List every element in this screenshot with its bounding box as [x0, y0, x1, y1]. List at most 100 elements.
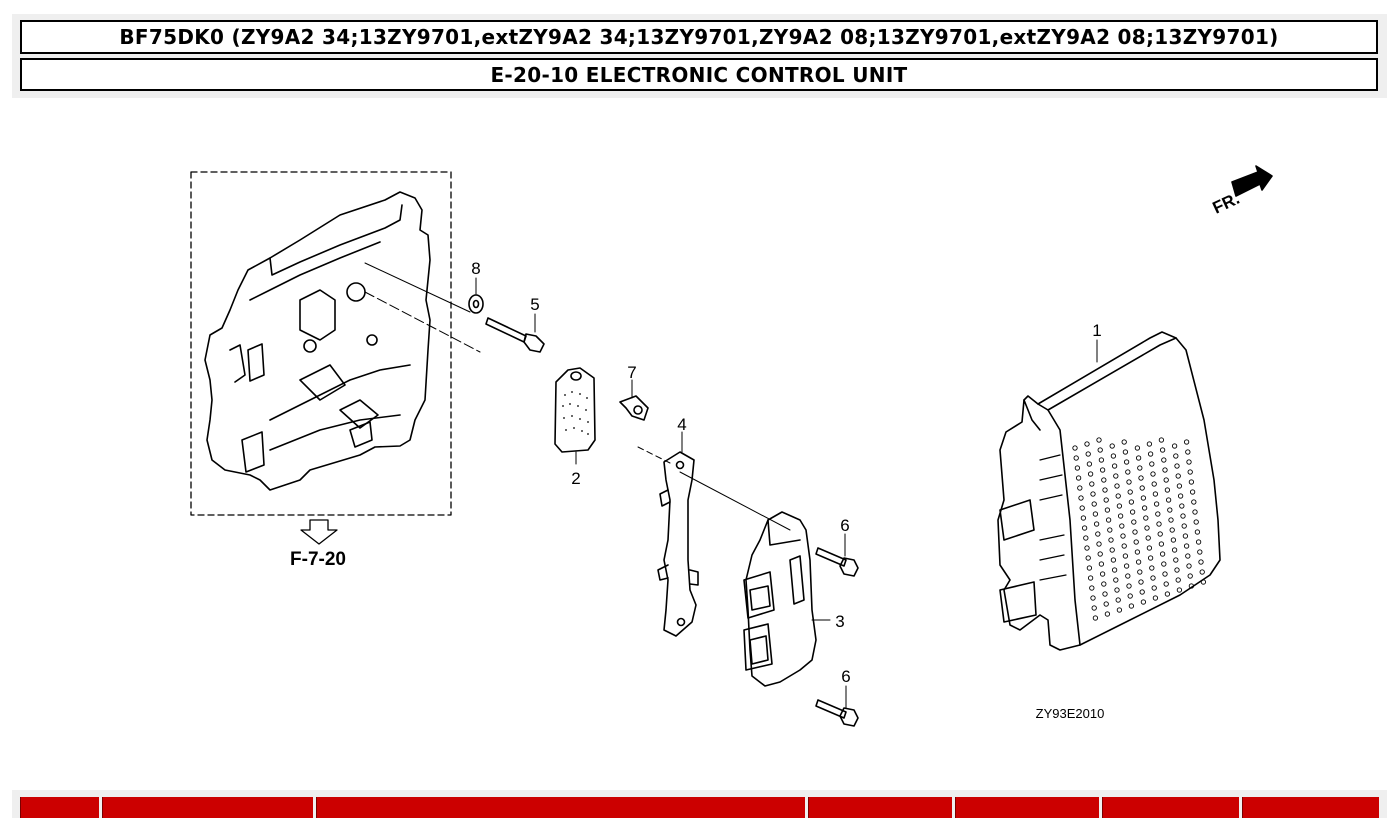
part-7-clip[interactable]: [619, 379, 649, 421]
vent-hole: [1135, 455, 1142, 461]
vent-hole: [1084, 545, 1090, 551]
callout-1[interactable]: 1: [1092, 321, 1101, 340]
vent-hole: [1146, 441, 1153, 447]
vent-hole: [1115, 597, 1121, 603]
vent-hole: [1179, 503, 1185, 509]
part-8-washer[interactable]: [468, 277, 484, 314]
ref-arrow[interactable]: [300, 519, 338, 545]
vent-hole: [1163, 581, 1169, 587]
vent-hole: [1114, 587, 1120, 593]
vent-hole: [1170, 537, 1177, 543]
vent-hole: [1149, 565, 1155, 571]
front-direction-arrow: [1231, 165, 1273, 197]
vent-hole: [1090, 491, 1096, 497]
callout-5[interactable]: 5: [530, 295, 539, 314]
vent-hole: [1138, 475, 1144, 481]
vent-hole: [1159, 447, 1166, 453]
vent-hole: [1176, 483, 1183, 489]
ref-link-f-7-20[interactable]: F-7-20: [290, 549, 346, 570]
vent-hole: [1157, 531, 1163, 537]
callout-2[interactable]: 2: [571, 469, 580, 488]
vent-hole: [1127, 593, 1133, 599]
vent-hole: [1164, 591, 1171, 597]
vent-hole: [1187, 469, 1193, 475]
vent-hole: [1137, 465, 1143, 471]
vent-hole: [1084, 441, 1090, 447]
callout-7[interactable]: 7: [627, 363, 636, 382]
vent-hole: [1078, 495, 1084, 501]
vent-hole: [1101, 477, 1107, 483]
vent-hole: [1109, 443, 1115, 449]
vent-hole: [1200, 579, 1207, 585]
vent-hole: [1198, 559, 1204, 565]
vent-hole: [1188, 479, 1195, 485]
vent-hole: [1111, 463, 1118, 469]
vent-hole: [1104, 611, 1111, 617]
table-header-col-7: [1242, 797, 1379, 818]
vent-hole: [1117, 513, 1124, 519]
part-6-bolt-lower[interactable]: [815, 685, 859, 727]
vent-hole: [1175, 473, 1181, 479]
vent-hole: [1086, 461, 1093, 467]
vent-hole: [1186, 563, 1192, 569]
vent-hole: [1134, 549, 1141, 555]
vent-hole: [1159, 551, 1166, 557]
vent-hole: [1129, 509, 1136, 515]
vent-hole: [1128, 499, 1135, 505]
vent-hole: [1128, 603, 1135, 609]
vent-hole: [1181, 523, 1187, 529]
vent-hole: [1151, 585, 1157, 591]
vent-hole: [1174, 463, 1180, 469]
vent-hole: [1168, 517, 1174, 523]
vent-hole: [1173, 557, 1179, 563]
vent-hole: [1114, 483, 1120, 489]
callout-3[interactable]: 3: [835, 612, 844, 631]
vent-hole: [1099, 467, 1106, 473]
bracket-reference-box[interactable]: [190, 171, 452, 516]
vent-hole: [1110, 557, 1117, 563]
part-1-ecu-cover[interactable]: [997, 331, 1221, 651]
vent-hole: [1174, 567, 1180, 573]
vent-hole: [1089, 481, 1095, 487]
vent-hole: [1089, 585, 1095, 591]
part-2-pad[interactable]: [554, 367, 596, 465]
vent-hole: [1096, 541, 1102, 547]
vent-hole: [1171, 443, 1178, 449]
vent-hole: [1143, 515, 1149, 521]
vent-hole: [1180, 513, 1186, 519]
vent-hole: [1099, 571, 1106, 577]
vent-hole: [1086, 565, 1093, 571]
vent-hole: [1103, 601, 1109, 607]
part-5-bolt[interactable]: [485, 313, 545, 353]
vent-hole: [1121, 439, 1127, 445]
vent-hole: [1133, 539, 1139, 545]
part-6-bolt-upper[interactable]: [815, 533, 859, 577]
callout-8[interactable]: 8: [471, 259, 480, 278]
vent-hole: [1158, 541, 1165, 547]
vent-hole: [1101, 581, 1107, 587]
vent-hole: [1197, 549, 1203, 555]
vent-hole: [1085, 451, 1091, 457]
callout-6-lower[interactable]: 6: [841, 667, 850, 686]
callout-4[interactable]: 4: [677, 415, 686, 434]
vent-hole: [1123, 563, 1130, 569]
drawing-code: ZY93E2010: [1036, 706, 1105, 721]
vent-hole: [1113, 473, 1119, 479]
vent-hole: [1150, 575, 1156, 581]
table-header-col-6: [1102, 797, 1239, 818]
vent-hole: [1116, 607, 1123, 613]
vent-hole: [1199, 569, 1205, 575]
part-3-connector-bracket[interactable]: [743, 511, 831, 687]
vent-hole: [1153, 501, 1160, 507]
callout-6-upper[interactable]: 6: [840, 516, 849, 535]
vent-hole: [1134, 445, 1141, 451]
vent-hole: [1185, 449, 1191, 455]
vent-hole: [1115, 493, 1121, 499]
vent-hole: [1122, 553, 1129, 559]
vent-hole: [1102, 487, 1108, 493]
vent-hole: [1155, 511, 1161, 517]
vent-hole: [1073, 455, 1079, 461]
part-4-plate[interactable]: [657, 431, 699, 637]
vent-hole: [1079, 505, 1085, 511]
vent-hole: [1072, 445, 1078, 451]
